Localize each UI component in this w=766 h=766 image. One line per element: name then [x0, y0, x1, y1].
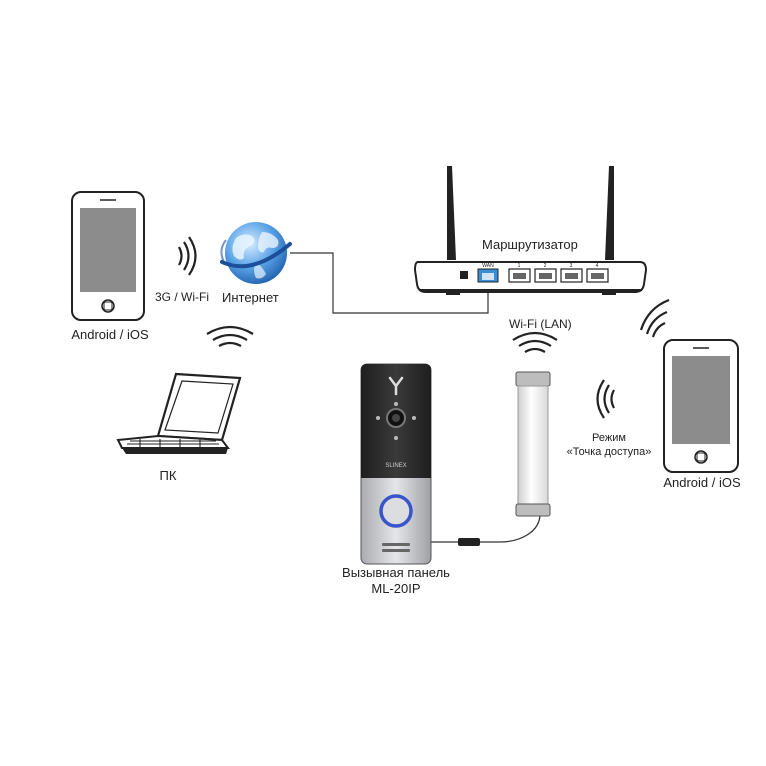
phone-right-label: Android / iOS — [663, 475, 741, 490]
call-panel-icon — [360, 363, 432, 565]
router-icon — [413, 166, 648, 295]
wifi-adapter-icon — [515, 371, 551, 517]
router-label: Маршрутизатор — [482, 237, 578, 252]
router-lan-port-label: 1 — [518, 263, 521, 269]
globe-icon — [220, 222, 292, 284]
signal-access-point-icon — [596, 379, 615, 419]
router-lan-port-label: 4 — [596, 263, 599, 269]
signal-laptop-icon — [206, 325, 254, 347]
router-lan-port-label: 3 — [570, 263, 573, 269]
panel-brand: SLINEX — [385, 463, 406, 469]
phone-left-label: Android / iOS — [71, 327, 149, 342]
phone-right-icon — [663, 339, 739, 473]
pc-label: ПК — [160, 468, 177, 483]
link-3g-label: 3G / Wi-Fi — [155, 290, 209, 304]
internet-label: Интернет — [222, 290, 279, 305]
laptop-icon — [116, 372, 242, 454]
signal-tube-icon — [512, 331, 558, 353]
mode-label-line2: «Точка доступа» — [567, 446, 652, 458]
signal-right-top-icon — [639, 298, 670, 338]
router-wan-port-label: WAN — [482, 263, 494, 269]
mode-label-line1: Режим — [592, 432, 626, 444]
panel-label-line2: ML-20IP — [371, 581, 420, 596]
signal-left-phone-icon — [178, 236, 197, 276]
router-lan-port-label: 2 — [544, 263, 547, 269]
phone-left-icon — [71, 191, 145, 321]
internet-router-cable — [290, 252, 489, 314]
panel-label-line1: Вызывная панель — [342, 565, 450, 580]
panel-adapter-cable — [430, 513, 541, 546]
wifi-lan-label: Wi-Fi (LAN) — [509, 317, 572, 331]
